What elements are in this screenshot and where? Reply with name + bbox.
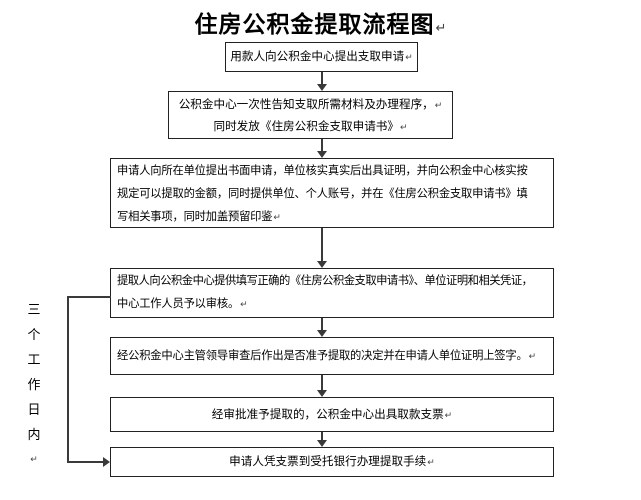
- flow-arrow-down-4: [317, 318, 327, 337]
- flow-step-6: 经审批准予提取的，公积金中心出具取款支票↵: [110, 397, 554, 432]
- flow-step-text: 提取人向公积金中心提供填写正确的《住房公积金支取申请书》、单位证明和相关凭证，: [117, 270, 547, 293]
- step-text: 经审批准予提取的，公积金中心出具取款支票: [211, 408, 444, 421]
- flow-arrow-down-3: [317, 228, 327, 268]
- flow-step-4: 提取人向公积金中心提供填写正确的《住房公积金支取申请书》、单位证明和相关凭证， …: [110, 268, 554, 318]
- step-text: 用款人向公积金中心提出支取申请: [230, 50, 405, 63]
- flow-arrow-down-2: [317, 139, 327, 158]
- three-day-bracket-arrowhead: [103, 457, 110, 467]
- step-text: 规定可以提取的金额，同时提供单位、个人账号，并在《住房公积金支取申请书》填: [117, 188, 528, 200]
- step-text: 中心工作人员予以审核。: [117, 298, 240, 310]
- step-text: 写相关事项，同时加盖预留印鉴: [117, 211, 273, 223]
- flow-step-text: 经审批准予提取的，公积金中心出具取款支票↵: [111, 398, 553, 432]
- flow-step-text: 用款人向公积金中心提出支取申请↵: [226, 43, 417, 71]
- step-text: 经公积金中心主管领导审查后作出是否准予提取的决定并在申请人单位证明上签字。: [117, 350, 528, 362]
- return-mark: ↵: [30, 454, 38, 464]
- flow-step-7: 申请人凭支票到受托银行办理提取手续↵: [110, 447, 554, 477]
- flow-step-text: 经公积金中心主管领导审查后作出是否准予提取的决定并在申请人单位证明上签字。↵: [117, 338, 547, 374]
- flow-step-text: 申请人向所在单位提出书面申请，单位核实真实后出具证明，并向公积金中心核实按: [117, 160, 547, 183]
- return-mark: ↵: [405, 52, 413, 62]
- return-mark: ↵: [444, 410, 453, 420]
- page-title: 住房公积金提取流程图↵: [0, 5, 641, 39]
- return-mark: ↵: [435, 20, 447, 35]
- step-text: 公积金中心一次性告知支取所需材料及办理程序，: [178, 98, 434, 111]
- return-mark: ↵: [528, 351, 537, 361]
- three-day-bracket-top-line: [67, 296, 111, 298]
- flow-step-5: 经公积金中心主管领导审查后作出是否准予提取的决定并在申请人单位证明上签字。↵: [110, 337, 554, 375]
- return-mark: ↵: [273, 212, 281, 222]
- flow-step-text: 规定可以提取的金额，同时提供单位、个人账号，并在《住房公积金支取申请书》填: [117, 183, 547, 206]
- flow-arrow-down-1: [317, 72, 327, 91]
- flow-step-text: 写相关事项，同时加盖预留印鉴↵: [117, 206, 547, 229]
- return-mark: ↵: [427, 457, 435, 467]
- step-text: 申请人凭支票到受托银行办理提取手续: [229, 455, 427, 468]
- side-label-three-working-days: 三个工作日内 ↵: [26, 297, 42, 472]
- flow-arrow-down-6: [317, 432, 327, 447]
- flow-step-text: 同时发放《住房公积金支取申请书》↵: [169, 116, 452, 138]
- side-label-text: 三个工作日内: [27, 302, 41, 442]
- flow-step-2: 公积金中心一次性告知支取所需材料及办理程序，↵ 同时发放《住房公积金支取申请书》…: [168, 91, 453, 139]
- flow-step-text: 申请人凭支票到受托银行办理提取手续↵: [111, 448, 553, 476]
- flow-step-text: 中心工作人员予以审核。↵: [117, 293, 547, 316]
- three-day-bracket-vertical-line: [67, 296, 69, 463]
- return-mark: ↵: [240, 299, 248, 309]
- step-text: 申请人向所在单位提出书面申请，单位核实真实后出具证明，并向公积金中心核实按: [117, 165, 528, 177]
- step-text: 提取人向公积金中心提供填写正确的《住房公积金支取申请书》、单位证明和相关凭证，: [117, 275, 533, 287]
- flow-arrow-down-5: [317, 375, 327, 397]
- three-day-bracket-bottom-line: [67, 461, 104, 463]
- return-mark: ↵: [399, 122, 408, 132]
- page-title-text: 住房公积金提取流程图: [194, 11, 435, 37]
- flow-step-text: 公积金中心一次性告知支取所需材料及办理程序，↵: [169, 94, 452, 116]
- step-text: 同时发放《住房公积金支取申请书》: [213, 120, 399, 133]
- flow-step-1: 用款人向公积金中心提出支取申请↵: [225, 42, 418, 72]
- flow-step-3: 申请人向所在单位提出书面申请，单位核实真实后出具证明，并向公积金中心核实按 规定…: [110, 158, 554, 228]
- return-mark: ↵: [434, 100, 443, 110]
